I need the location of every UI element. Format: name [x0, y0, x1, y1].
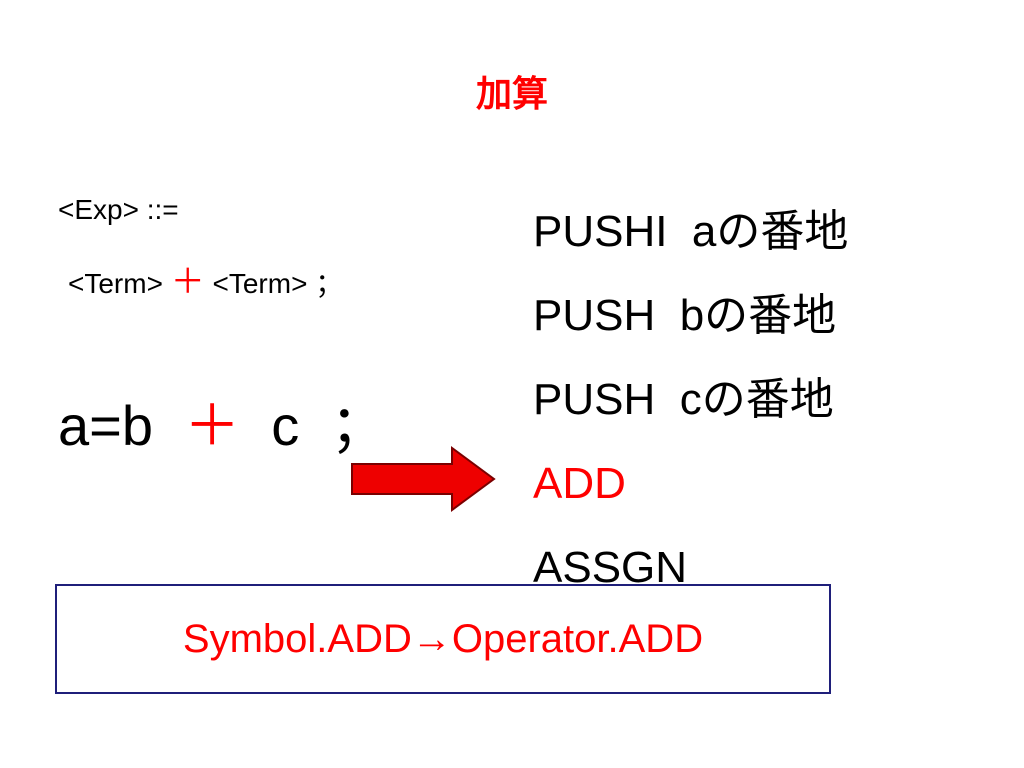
- code-line-push-c: PUSH cの番地: [533, 375, 834, 424]
- grammar-term-left: <Term>: [68, 268, 163, 299]
- code-line-assgn: ASSGN: [533, 543, 688, 592]
- expression-lhs: a=b: [58, 394, 153, 457]
- note-text: Symbol.ADD→Operator.ADD: [182, 616, 704, 661]
- grammar-rule-body: <Term> ＋ <Term> ；: [68, 262, 343, 303]
- grammar-plus: ＋: [170, 263, 205, 301]
- grammar-semicolon: ；: [315, 268, 344, 299]
- right-arrow-icon: [351, 446, 496, 512]
- code-line-pushi: PUSHI aの番地: [533, 207, 849, 256]
- code-line-push-b: PUSH bの番地: [533, 291, 837, 340]
- code-line-add: ADD: [533, 459, 626, 508]
- code-listing: PUSHI aの番地 PUSH bの番地 PUSH cの番地 ADD ASSGN: [533, 190, 848, 610]
- expression-plus: ＋: [184, 394, 241, 457]
- expression-rhs: c: [271, 394, 300, 457]
- example-expression: a=b ＋ c ；: [58, 395, 386, 457]
- slide-title: 加算: [475, 73, 548, 114]
- grammar-rule-head: <Exp> ::=: [58, 194, 179, 225]
- grammar-term-right: <Term>: [212, 268, 308, 299]
- note-box: Symbol.ADD→Operator.ADD: [55, 584, 831, 694]
- expression-semicolon: ；: [330, 394, 387, 457]
